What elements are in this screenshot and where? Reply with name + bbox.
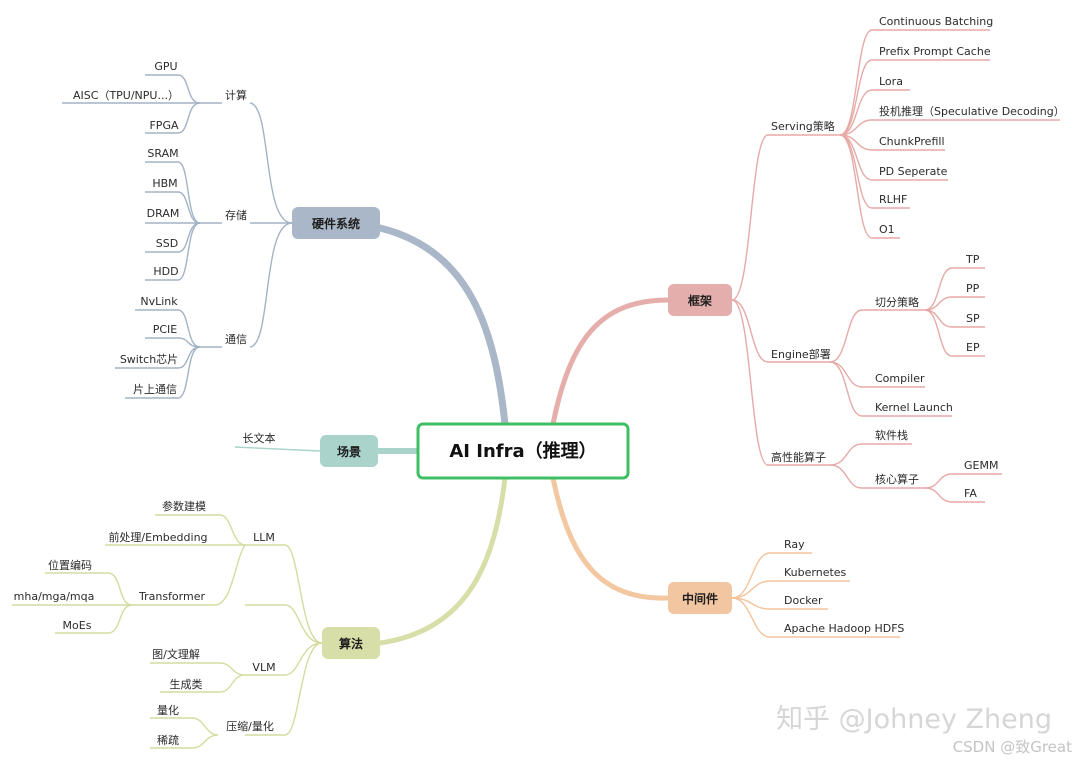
framework-label: 框架 bbox=[688, 293, 712, 308]
branch-framework bbox=[550, 297, 671, 427]
algo-transformer-item[interactable]: MoEs bbox=[63, 619, 92, 632]
watermarks: 知乎 @Johney Zheng CSDN @致Great bbox=[776, 704, 1072, 756]
hw-compute-item[interactable]: GPU bbox=[154, 60, 177, 73]
framework-subtree bbox=[731, 29, 1060, 503]
algo-compress-label[interactable]: 压缩/量化 bbox=[226, 719, 274, 733]
hw-comm-item[interactable]: PCIE bbox=[153, 323, 178, 336]
root-node[interactable]: AI Infra（推理） bbox=[416, 422, 630, 480]
algo-llm-label[interactable]: LLM bbox=[253, 531, 275, 544]
hw-storage-item[interactable]: SRAM bbox=[147, 147, 178, 160]
middleware-labels: Ray Kubernetes Docker Apache Hadoop HDFS bbox=[784, 538, 904, 635]
mw-item[interactable]: Docker bbox=[784, 594, 823, 607]
fw-serving-item[interactable]: PD Seperate bbox=[879, 165, 948, 178]
mw-item[interactable]: Kubernetes bbox=[784, 566, 847, 579]
hw-comm-label[interactable]: 通信 bbox=[225, 333, 247, 346]
fw-engine-item[interactable]: Kernel Launch bbox=[875, 401, 953, 414]
scene-label: 场景 bbox=[337, 445, 361, 459]
hardware-labels: 计算 GPU AISC（TPU/NPU...） FPGA 存储 SRAM HBM… bbox=[73, 60, 247, 396]
fw-engine-split-item[interactable]: EP bbox=[966, 341, 980, 354]
category-boxes: 硬件系统 场景 算法 框架 中间件 bbox=[292, 207, 732, 659]
fw-hpc-label[interactable]: 高性能算子 bbox=[771, 450, 826, 464]
fw-serving-item[interactable]: Prefix Prompt Cache bbox=[879, 45, 991, 58]
zhihu-watermark: 知乎 @Johney Zheng bbox=[776, 704, 1052, 735]
framework-labels: Serving策略 Continuous Batching Prefix Pro… bbox=[771, 15, 1065, 500]
fw-hpc-core-item[interactable]: GEMM bbox=[964, 459, 998, 472]
fw-engine-split-item[interactable]: SP bbox=[966, 312, 980, 325]
algo-vlm-item[interactable]: 图/文理解 bbox=[152, 647, 200, 661]
scene-labels: 长文本 bbox=[243, 431, 276, 445]
hw-comm-item[interactable]: 片上通信 bbox=[133, 383, 177, 396]
fw-hpc-stack[interactable]: 软件栈 bbox=[875, 428, 908, 442]
branch-algorithm bbox=[377, 475, 508, 646]
middleware-subtree bbox=[731, 552, 900, 638]
algo-compress-item[interactable]: 稀疏 bbox=[157, 733, 179, 747]
csdn-watermark: CSDN @致Great bbox=[953, 738, 1072, 756]
algo-transformer-item[interactable]: mha/mga/mqa bbox=[14, 590, 95, 603]
hw-storage-item[interactable]: HDD bbox=[153, 265, 178, 278]
hardware-label: 硬件系统 bbox=[312, 216, 360, 231]
algorithm-label: 算法 bbox=[339, 636, 363, 651]
fw-engine-split-item[interactable]: PP bbox=[966, 282, 980, 295]
algorithm-subtree bbox=[12, 514, 323, 749]
hardware-subtree bbox=[62, 74, 293, 399]
algorithm-labels: LLM 参数建模 前处理/Embedding Transformer 位置编码 … bbox=[14, 499, 276, 747]
scene-item[interactable]: 长文本 bbox=[243, 431, 276, 445]
middleware-label: 中间件 bbox=[682, 591, 718, 606]
algorithm-box[interactable] bbox=[322, 627, 380, 659]
fw-engine-split-label[interactable]: 切分策略 bbox=[875, 295, 919, 309]
fw-serving-item[interactable]: Lora bbox=[879, 75, 903, 88]
mw-item[interactable]: Ray bbox=[784, 538, 805, 551]
fw-serving-item[interactable]: RLHF bbox=[879, 193, 907, 206]
main-branches bbox=[375, 224, 671, 646]
root-label: AI Infra（推理） bbox=[449, 440, 596, 462]
algo-transformer-label[interactable]: Transformer bbox=[138, 590, 205, 603]
fw-serving-label[interactable]: Serving策略 bbox=[771, 119, 835, 133]
algo-llm-item[interactable]: 参数建模 bbox=[162, 499, 206, 513]
branch-middleware bbox=[550, 475, 671, 601]
algo-vlm-label[interactable]: VLM bbox=[252, 661, 275, 674]
algo-vlm-item[interactable]: 生成类 bbox=[170, 677, 203, 691]
fw-engine-label[interactable]: Engine部署 bbox=[771, 347, 831, 361]
fw-hpc-core-label[interactable]: 核心算子 bbox=[875, 472, 919, 486]
mw-item[interactable]: Apache Hadoop HDFS bbox=[784, 622, 904, 635]
fw-serving-item[interactable]: ChunkPrefill bbox=[879, 135, 945, 148]
algo-compress-item[interactable]: 量化 bbox=[157, 703, 179, 717]
hw-storage-item[interactable]: HBM bbox=[152, 177, 177, 190]
hw-comm-item[interactable]: NvLink bbox=[140, 295, 178, 308]
hw-storage-item[interactable]: DRAM bbox=[147, 207, 180, 220]
scene-box[interactable] bbox=[320, 435, 378, 467]
algo-llm-item[interactable]: 前处理/Embedding bbox=[108, 530, 207, 544]
hardware-box[interactable] bbox=[292, 207, 380, 239]
fw-engine-item[interactable]: Compiler bbox=[875, 372, 925, 385]
fw-serving-item[interactable]: Continuous Batching bbox=[879, 15, 993, 28]
middleware-box[interactable] bbox=[668, 582, 732, 614]
scene-subtree bbox=[234, 446, 321, 452]
branch-hardware bbox=[376, 224, 509, 428]
fw-serving-item[interactable]: O1 bbox=[879, 223, 895, 236]
fw-engine-split-item[interactable]: TP bbox=[965, 253, 980, 266]
framework-box[interactable] bbox=[668, 284, 732, 316]
hw-storage-label[interactable]: 存储 bbox=[225, 208, 247, 222]
hw-compute-item[interactable]: AISC（TPU/NPU...） bbox=[73, 89, 179, 102]
algo-transformer-item[interactable]: 位置编码 bbox=[48, 558, 92, 572]
hw-storage-item[interactable]: SSD bbox=[156, 237, 178, 250]
hw-compute-label[interactable]: 计算 bbox=[225, 88, 247, 102]
fw-serving-item[interactable]: 投机推理（Speculative Decoding） bbox=[879, 104, 1065, 118]
hw-compute-item[interactable]: FPGA bbox=[149, 119, 178, 132]
fw-hpc-core-item[interactable]: FA bbox=[964, 487, 977, 500]
hw-comm-item[interactable]: Switch芯片 bbox=[120, 352, 178, 366]
